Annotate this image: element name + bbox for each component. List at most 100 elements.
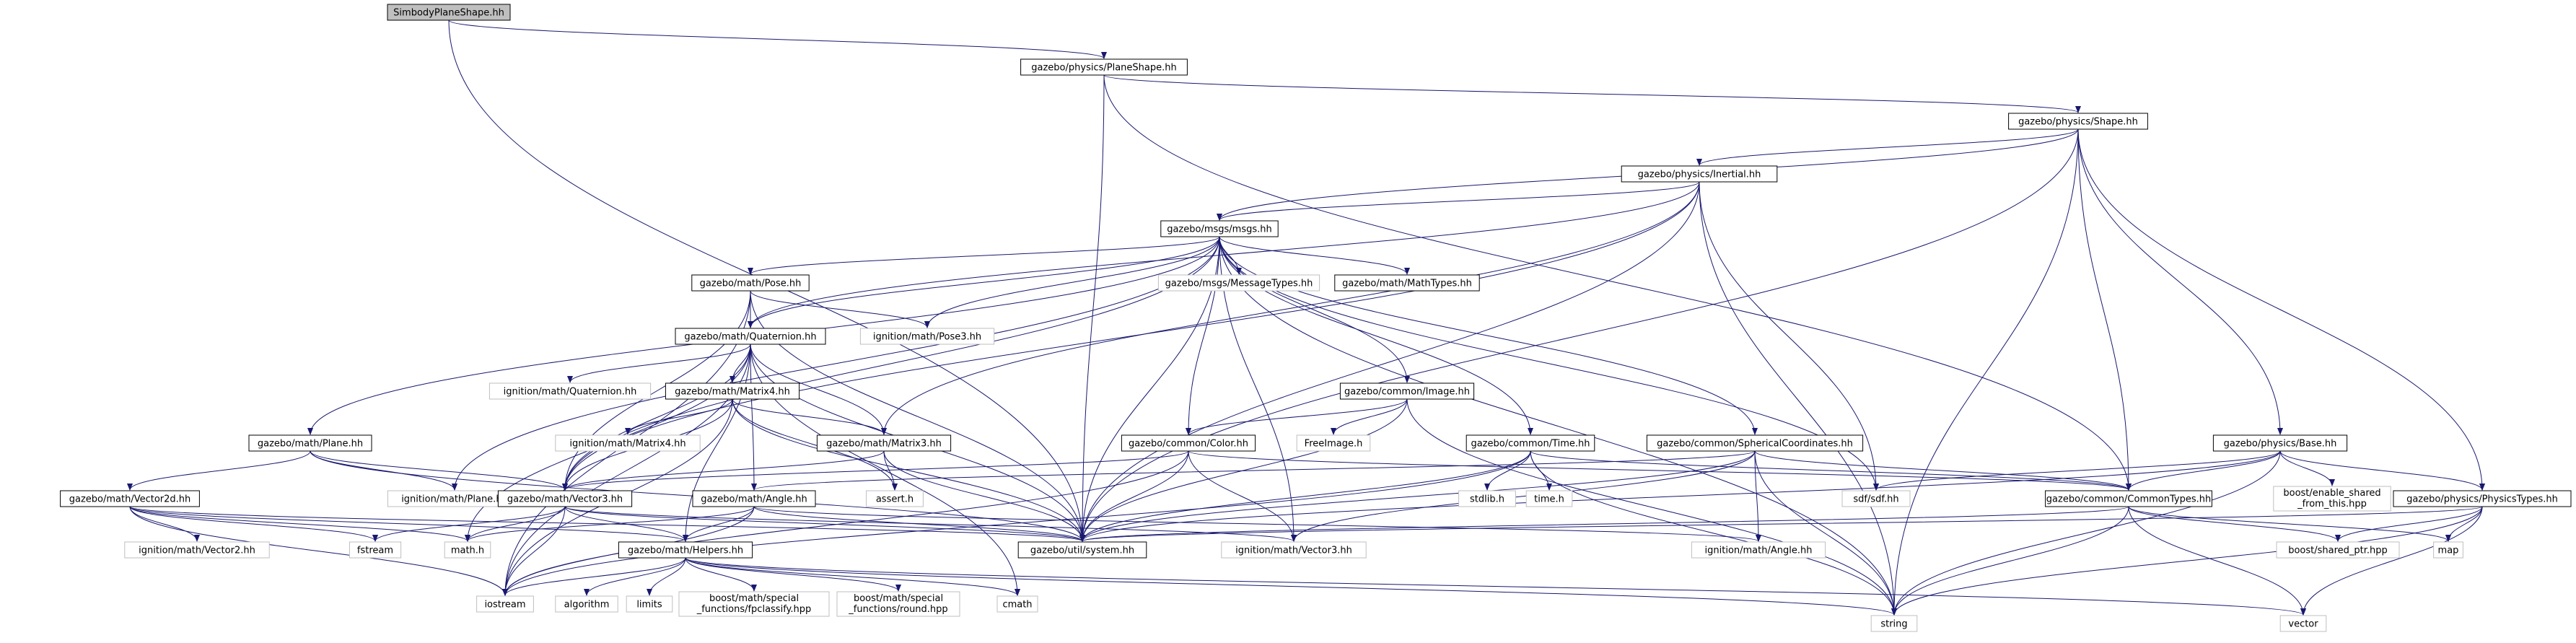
node-label: gazebo/msgs/msgs.hh	[1167, 224, 1272, 235]
edge-plane-to-vector2d	[127, 450, 311, 491]
node-stdlib-h: stdlib.h	[1458, 490, 1516, 507]
node-boost-math-special-functions-fpclassify-hpp: boost/math/special_functions/fpclassify.…	[678, 591, 830, 617]
node-gazebo-msgs-msgs-hh[interactable]: gazebo/msgs/msgs.hh	[1160, 220, 1279, 237]
node-label: gazebo/math/Matrix3.hh	[826, 439, 942, 450]
node-label: fstream	[357, 546, 393, 556]
edge-matrix3-to-assert	[883, 450, 898, 491]
node-label: gazebo/common/Color.hh	[1129, 439, 1248, 450]
edge-spherical-to-string	[1754, 450, 1897, 616]
edge-time-to-system	[1079, 450, 1531, 542]
node-label: time.h	[1534, 494, 1564, 505]
node-box	[1221, 541, 1367, 559]
edge-color-to-system	[1079, 450, 1189, 542]
node-gazebo-util-system-hh[interactable]: gazebo/util/system.hh	[1017, 541, 1147, 559]
edge-vector2d-to-mathh	[129, 506, 470, 542]
node-box	[836, 591, 960, 617]
node-box	[60, 490, 200, 507]
node-ignition-math-angle-hh: ignition/math/Angle.hh	[1691, 541, 1826, 559]
node-gazebo-math-matrix3-hh[interactable]: gazebo/math/Matrix3.hh	[816, 434, 952, 452]
edge-base-to-physicstypes	[2279, 450, 2485, 491]
node-gazebo-math-mathtypes-hh[interactable]: gazebo/math/MathTypes.hh	[1334, 274, 1480, 292]
node-label: gazebo/common/CommonTypes.hh	[2046, 494, 2211, 505]
edge-shape-to-base	[2077, 128, 2283, 435]
edge-inertial-to-vector3	[562, 181, 1700, 491]
node-box	[626, 595, 673, 613]
node-gazebo-common-time-hh[interactable]: gazebo/common/Time.hh	[1466, 434, 1595, 452]
nodes-layer: SimbodyPlaneShape.hh gazebo/physics/Plane…	[60, 4, 2572, 632]
node-gazebo-math-vector2d-hh[interactable]: gazebo/math/Vector2d.hh	[60, 490, 200, 507]
node-box	[1017, 541, 1147, 559]
edge-shape-to-system	[1079, 128, 2079, 542]
node-gazebo-physics-inertial-hh[interactable]: gazebo/physics/Inertial.hh	[1621, 165, 1778, 183]
node-iostream: iostream	[476, 595, 534, 613]
edge-matrix3-to-system	[883, 450, 1085, 542]
node-gazebo-math-plane-hh[interactable]: gazebo/math/Plane.hh	[248, 434, 372, 452]
edge-helpers-to-vectorstd	[685, 557, 2306, 616]
node-gazebo-msgs-messagetypes-hh: gazebo/msgs/MessageTypes.hh	[1157, 274, 1320, 292]
edge-vector2d-to-fstream	[129, 506, 378, 542]
node-label: map	[2438, 546, 2459, 556]
edge-vector2d-to-iostream	[129, 506, 508, 596]
node-gazebo-math-matrix4-hh[interactable]: gazebo/math/Matrix4.hh	[665, 382, 800, 400]
node-gazebo-physics-planeshape-hh[interactable]: gazebo/physics/PlaneShape.hh	[1020, 58, 1188, 76]
node-label: gazebo/msgs/MessageTypes.hh	[1165, 279, 1313, 289]
node-gazebo-physics-base-hh[interactable]: gazebo/physics/Base.hh	[2212, 434, 2348, 452]
edge-msgs-to-image	[1219, 236, 1410, 383]
node-gazebo-math-helpers-hh[interactable]: gazebo/math/Helpers.hh	[618, 541, 753, 559]
node-label: vector	[2288, 619, 2318, 630]
edge-color-to-ignvec3	[1188, 450, 1297, 542]
edge-shape-to-string	[1891, 128, 2079, 616]
node-gazebo-physics-shape-hh[interactable]: gazebo/physics/Shape.hh	[2008, 113, 2148, 130]
edge-time-to-iostream	[502, 450, 1531, 596]
edge-quat-to-helpers	[683, 344, 751, 542]
node-string: string	[1870, 615, 1918, 632]
edge-quat-to-cmath	[750, 344, 1020, 596]
node-label: gazebo/physics/PlaneShape.hh	[1031, 63, 1176, 74]
node-box	[1466, 434, 1595, 452]
node-box	[1458, 490, 1516, 507]
node-box	[124, 541, 270, 559]
edge-msgs-to-time	[1219, 236, 1533, 435]
edge-inertial-to-msgs	[1217, 181, 1700, 221]
node-gazebo-math-vector3-hh[interactable]: gazebo/math/Vector3.hh	[497, 490, 633, 507]
node-label: _from_this.hpp	[2297, 499, 2367, 509]
edge-inertial-to-string	[1699, 181, 1897, 616]
edge-color-to-vector3	[562, 450, 1189, 491]
node-gazebo-common-commontypes-hh[interactable]: gazebo/common/CommonTypes.hh	[2045, 490, 2212, 507]
node-gazebo-math-angle-hh[interactable]: gazebo/math/Angle.hh	[692, 490, 816, 507]
node-label: boost/math/special	[709, 593, 799, 604]
edge-angle-to-system	[753, 506, 1085, 542]
node-simbodyplaneshape-hh[interactable]: SimbodyPlaneShape.hh	[387, 4, 511, 21]
node-label: gazebo/math/Matrix4.hh	[675, 387, 790, 398]
node-box	[1870, 615, 1918, 632]
edge-image-to-string	[1406, 398, 1897, 616]
edge-time-to-string	[1530, 450, 1897, 616]
edge-msgs-to-string	[1219, 236, 1897, 616]
node-gazebo-common-color-hh[interactable]: gazebo/common/Color.hh	[1121, 434, 1256, 452]
node-fstream: fstream	[349, 541, 402, 559]
edge-helpers-to-algorithm	[584, 557, 686, 596]
node-label: gazebo/common/SphericalCoordinates.hh	[1657, 439, 1853, 450]
edge-spherical-to-commontypes	[1754, 450, 2132, 491]
edge-matrix4-to-assert	[732, 398, 898, 491]
node-gazebo-common-image-hh[interactable]: gazebo/common/Image.hh	[1339, 382, 1475, 400]
node-label: ignition/math/Angle.hh	[1705, 546, 1813, 556]
node-gazebo-math-pose-hh[interactable]: gazebo/math/Pose.hh	[691, 274, 810, 292]
node-label: gazebo/math/MathTypes.hh	[1342, 279, 1472, 289]
edge-quat-to-angle	[750, 344, 757, 491]
node-gazebo-math-quaternion-hh[interactable]: gazebo/math/Quaternion.hh	[675, 328, 826, 345]
edge-vector3-to-iostream	[502, 506, 566, 596]
node-label: FreeImage.h	[1305, 439, 1363, 450]
edge-base-to-commontypes	[2126, 450, 2281, 491]
node-map: map	[2433, 541, 2463, 559]
node-gazebo-common-sphericalcoordinates-hh[interactable]: gazebo/common/SphericalCoordinates.hh	[1646, 434, 1864, 452]
node-box	[2008, 113, 2148, 130]
node-gazebo-physics-physicstypes-hh[interactable]: gazebo/physics/PhysicsTypes.hh	[2393, 490, 2572, 507]
node-label: gazebo/physics/Shape.hh	[2018, 117, 2138, 128]
node-label: stdlib.h	[1470, 494, 1504, 505]
edge-angle-to-ignangle	[753, 506, 1761, 542]
node-label: ignition/math/Plane.hh	[401, 494, 508, 505]
edge-spherical-to-angle	[751, 450, 1756, 491]
node-box	[387, 4, 511, 21]
edge-pose-to-ignpose3	[750, 290, 930, 328]
